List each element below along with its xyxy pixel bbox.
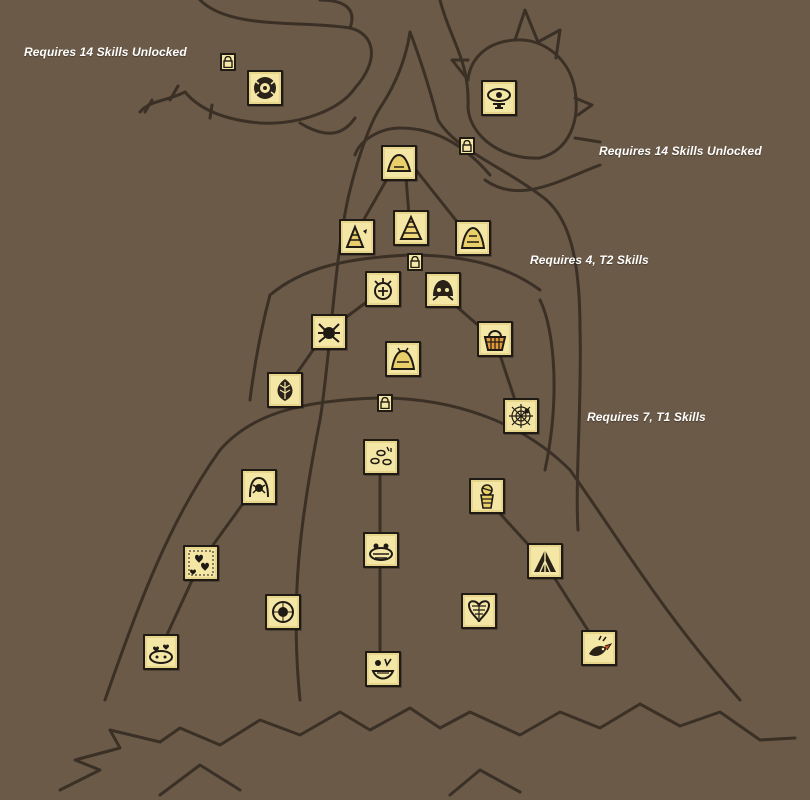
skill-thorny-plant-icon[interactable] bbox=[365, 271, 401, 307]
skill-spider-face-icon[interactable] bbox=[425, 272, 461, 308]
lock-icon-top-left bbox=[220, 53, 236, 71]
requirement-label-tier1: Requires 7, T1 Skills bbox=[587, 410, 706, 424]
lock-icon-tier1 bbox=[377, 394, 393, 412]
skill-heart-pile-icon[interactable] bbox=[143, 634, 179, 670]
skill-dark-leaf-icon[interactable] bbox=[267, 372, 303, 408]
lock-icon-tier2 bbox=[407, 253, 423, 271]
skill-berry-basket-icon[interactable] bbox=[477, 321, 513, 357]
skill-web-icon[interactable] bbox=[503, 398, 539, 434]
skill-bird-icon[interactable] bbox=[581, 630, 617, 666]
skill-arch-spider-icon[interactable] bbox=[241, 469, 277, 505]
skill-orb-icon[interactable] bbox=[265, 594, 301, 630]
lock-icon-top-right bbox=[459, 137, 475, 155]
skill-cone-icon[interactable] bbox=[393, 210, 429, 246]
skill-heart-shield-icon[interactable] bbox=[461, 593, 497, 629]
skill-spider-icon[interactable] bbox=[311, 314, 347, 350]
skill-nest-faces-icon[interactable] bbox=[363, 532, 399, 568]
skill-tent-icon[interactable] bbox=[527, 543, 563, 579]
skill-shadow-eye-icon[interactable] bbox=[247, 70, 283, 106]
skill-scatter-icon[interactable] bbox=[363, 439, 399, 475]
requirement-label-top-right: Requires 14 Skills Unlocked bbox=[599, 144, 762, 158]
skill-mound-left-icon[interactable] bbox=[339, 219, 375, 255]
requirement-label-tier2: Requires 4, T2 Skills bbox=[530, 253, 649, 267]
skill-mound-center-icon[interactable] bbox=[385, 341, 421, 377]
skill-grin-face-icon[interactable] bbox=[365, 651, 401, 687]
skill-mound-peak-icon[interactable] bbox=[381, 145, 417, 181]
skill-watcher-eye-icon[interactable] bbox=[481, 80, 517, 116]
skill-hearts-icon[interactable] bbox=[183, 545, 219, 581]
requirement-label-top-left: Requires 14 Skills Unlocked bbox=[24, 45, 187, 59]
skill-mound-right-icon[interactable] bbox=[455, 220, 491, 256]
skill-mummy-icon[interactable] bbox=[469, 478, 505, 514]
